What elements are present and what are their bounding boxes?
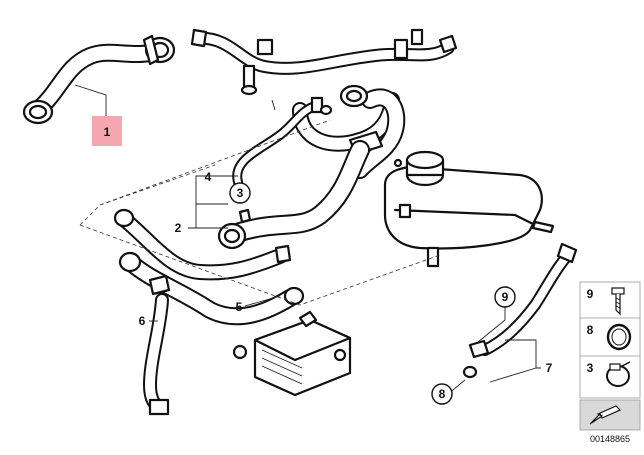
- oil-cooler: [232, 310, 352, 397]
- screw-icon: [611, 287, 625, 316]
- callout-7: 7: [546, 361, 553, 375]
- callout-5: 5: [236, 300, 243, 314]
- legend-number: 9: [587, 287, 594, 301]
- direction-arrow-icon: [579, 399, 641, 431]
- callout-1-label: 1: [104, 125, 111, 139]
- document-number: 00148865: [590, 434, 630, 444]
- legend-item-o-ring: 8: [587, 323, 632, 351]
- callout-9-circle: [494, 286, 516, 308]
- callout-8-label: 8: [439, 387, 446, 401]
- return-hose: [118, 251, 305, 326]
- engine-coolant-pipe: [190, 28, 458, 96]
- legend-number: 3: [587, 361, 594, 375]
- callout-9: 9: [494, 286, 516, 308]
- callout-2-label: 2: [175, 221, 182, 235]
- callout-6-label: 6: [139, 314, 146, 328]
- thermostat-hose: [292, 84, 406, 179]
- legend-item-clamp: 3: [587, 361, 631, 387]
- callout-4: 4: [205, 170, 212, 184]
- callout-6: 6: [139, 314, 146, 328]
- callout-2: 2: [175, 221, 182, 235]
- bleed-hose: [232, 96, 333, 187]
- o-ring-icon: [606, 323, 632, 351]
- callout-3: 3: [229, 182, 251, 204]
- callout-3-circle: [229, 182, 251, 204]
- callout-1: 1: [92, 116, 122, 146]
- legend-item-screw: 9: [587, 287, 625, 316]
- callout-1-highlight: [92, 116, 122, 146]
- radiator-hose-lower: [113, 208, 292, 281]
- callout-5-label: 5: [236, 300, 243, 314]
- assembly-boundary: [79, 119, 441, 306]
- expansion-tank: [383, 150, 555, 268]
- callout-4-label: 4: [205, 170, 212, 184]
- hose-clamp-icon: [606, 361, 631, 387]
- callout-3-label: 3: [237, 186, 244, 200]
- legend-panel: 9 8 3 00148865: [579, 281, 641, 444]
- callout-8-circle: [431, 383, 453, 405]
- tank-hose: [462, 242, 578, 379]
- legend-number: 8: [587, 323, 594, 337]
- vertical-hose: [143, 293, 170, 416]
- callout-8: 8: [431, 383, 453, 405]
- callout-7-label: 7: [546, 361, 553, 375]
- radiator-hose-upper: [22, 34, 176, 125]
- radiator-hose-main: [217, 140, 370, 250]
- callout-9-label: 9: [502, 290, 509, 304]
